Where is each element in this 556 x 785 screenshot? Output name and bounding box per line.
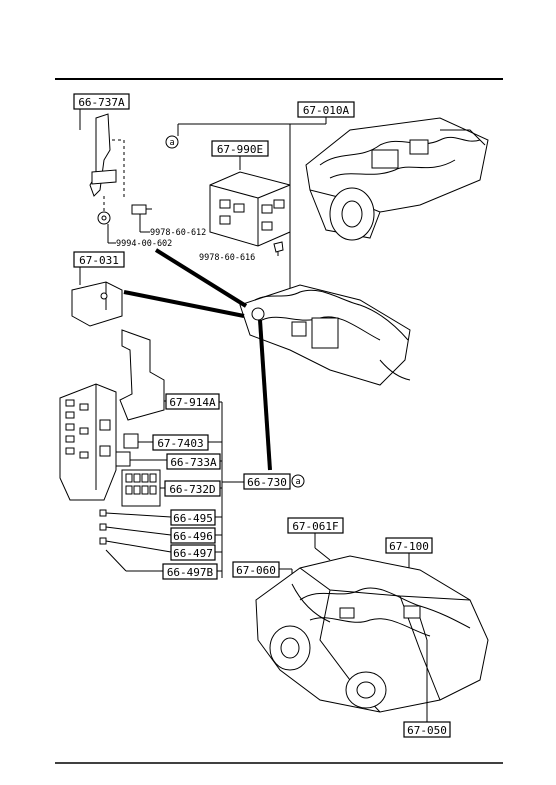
label-67-100: 67-100 (389, 540, 429, 553)
part-66-495[interactable]: 66-495 (170, 509, 216, 526)
dashboard-harness-illustration (239, 284, 411, 386)
leader-66-730 (258, 319, 272, 471)
part-67-100[interactable]: 67-100 (385, 537, 433, 554)
label-67-031: 67-031 (79, 254, 119, 267)
part-66-496[interactable]: 66-496 (170, 527, 216, 544)
part-66-497B[interactable]: 66-497B (162, 563, 218, 580)
fuses-small-illustration (99, 509, 107, 545)
label-66-495: 66-495 (173, 512, 213, 525)
label-9978-60-616: 9978-60-616 (199, 253, 255, 263)
part-67-914A[interactable]: 67-914A (165, 393, 220, 410)
label-67-914A: 67-914A (169, 396, 216, 409)
bolt-9978-60-612-illustration (131, 204, 152, 233)
car-body-illustration (255, 555, 489, 713)
module-67-031-illustration (71, 281, 123, 327)
label-66-732D: 66-732D (169, 483, 215, 496)
engine-bay-illustration (305, 117, 489, 241)
ref-a-right: a (291, 474, 305, 488)
part-66-497[interactable]: 66-497 (170, 544, 216, 561)
part-67-7403[interactable]: 67-7403 (152, 434, 209, 451)
leader-67-990E (154, 248, 248, 308)
label-9994-00-602: 9994-00-602 (116, 239, 172, 249)
part-67-050[interactable]: 67-050 (403, 721, 451, 738)
part-67-010A[interactable]: 67-010A (297, 101, 355, 118)
fuse-box-illustration (59, 383, 117, 501)
junction-block-67-990E-illustration (209, 171, 291, 247)
part-67-061F[interactable]: 67-061F (287, 517, 344, 534)
leader-67-031 (123, 290, 245, 318)
label-9978-60-612: 9978-60-612 (150, 228, 206, 238)
part-66-732D[interactable]: 66-732D (164, 480, 221, 497)
label-67-7403: 67-7403 (157, 437, 203, 450)
label-66-733A: 66-733A (170, 456, 217, 469)
svg-text:a: a (295, 477, 300, 487)
bracket-67-914A-illustration (119, 329, 165, 421)
bracket-66-737A-illustration (89, 113, 125, 225)
ref-a-top: a (165, 135, 179, 149)
label-66-497B: 66-497B (167, 566, 214, 579)
label-66-737A: 66-737A (78, 96, 125, 109)
part-67-031[interactable]: 67-031 (73, 251, 125, 268)
label-67-010A: 67-010A (303, 104, 350, 117)
bolt-9978-60-616-illustration (273, 241, 284, 256)
label-67-061F: 67-061F (292, 520, 338, 533)
label-66-496: 66-496 (173, 530, 213, 543)
relay-67-7403-illustration (123, 433, 139, 449)
label-67-060: 67-060 (236, 564, 276, 577)
part-66-730[interactable]: 66-730 (243, 473, 291, 490)
label-67-050: 67-050 (407, 724, 447, 737)
part-67-990E[interactable]: 67-990E (211, 140, 269, 157)
label-66-497: 66-497 (173, 547, 213, 560)
part-66-733A[interactable]: 66-733A (166, 453, 221, 470)
relay-66-733A-illustration (115, 451, 131, 467)
label-66-730: 66-730 (247, 476, 287, 489)
svg-text:a: a (169, 138, 174, 148)
label-67-990E: 67-990E (217, 143, 263, 156)
fuse-panel-66-732D-illustration (121, 469, 161, 507)
part-66-737A[interactable]: 66-737A (73, 93, 130, 110)
part-67-060[interactable]: 67-060 (232, 561, 280, 578)
